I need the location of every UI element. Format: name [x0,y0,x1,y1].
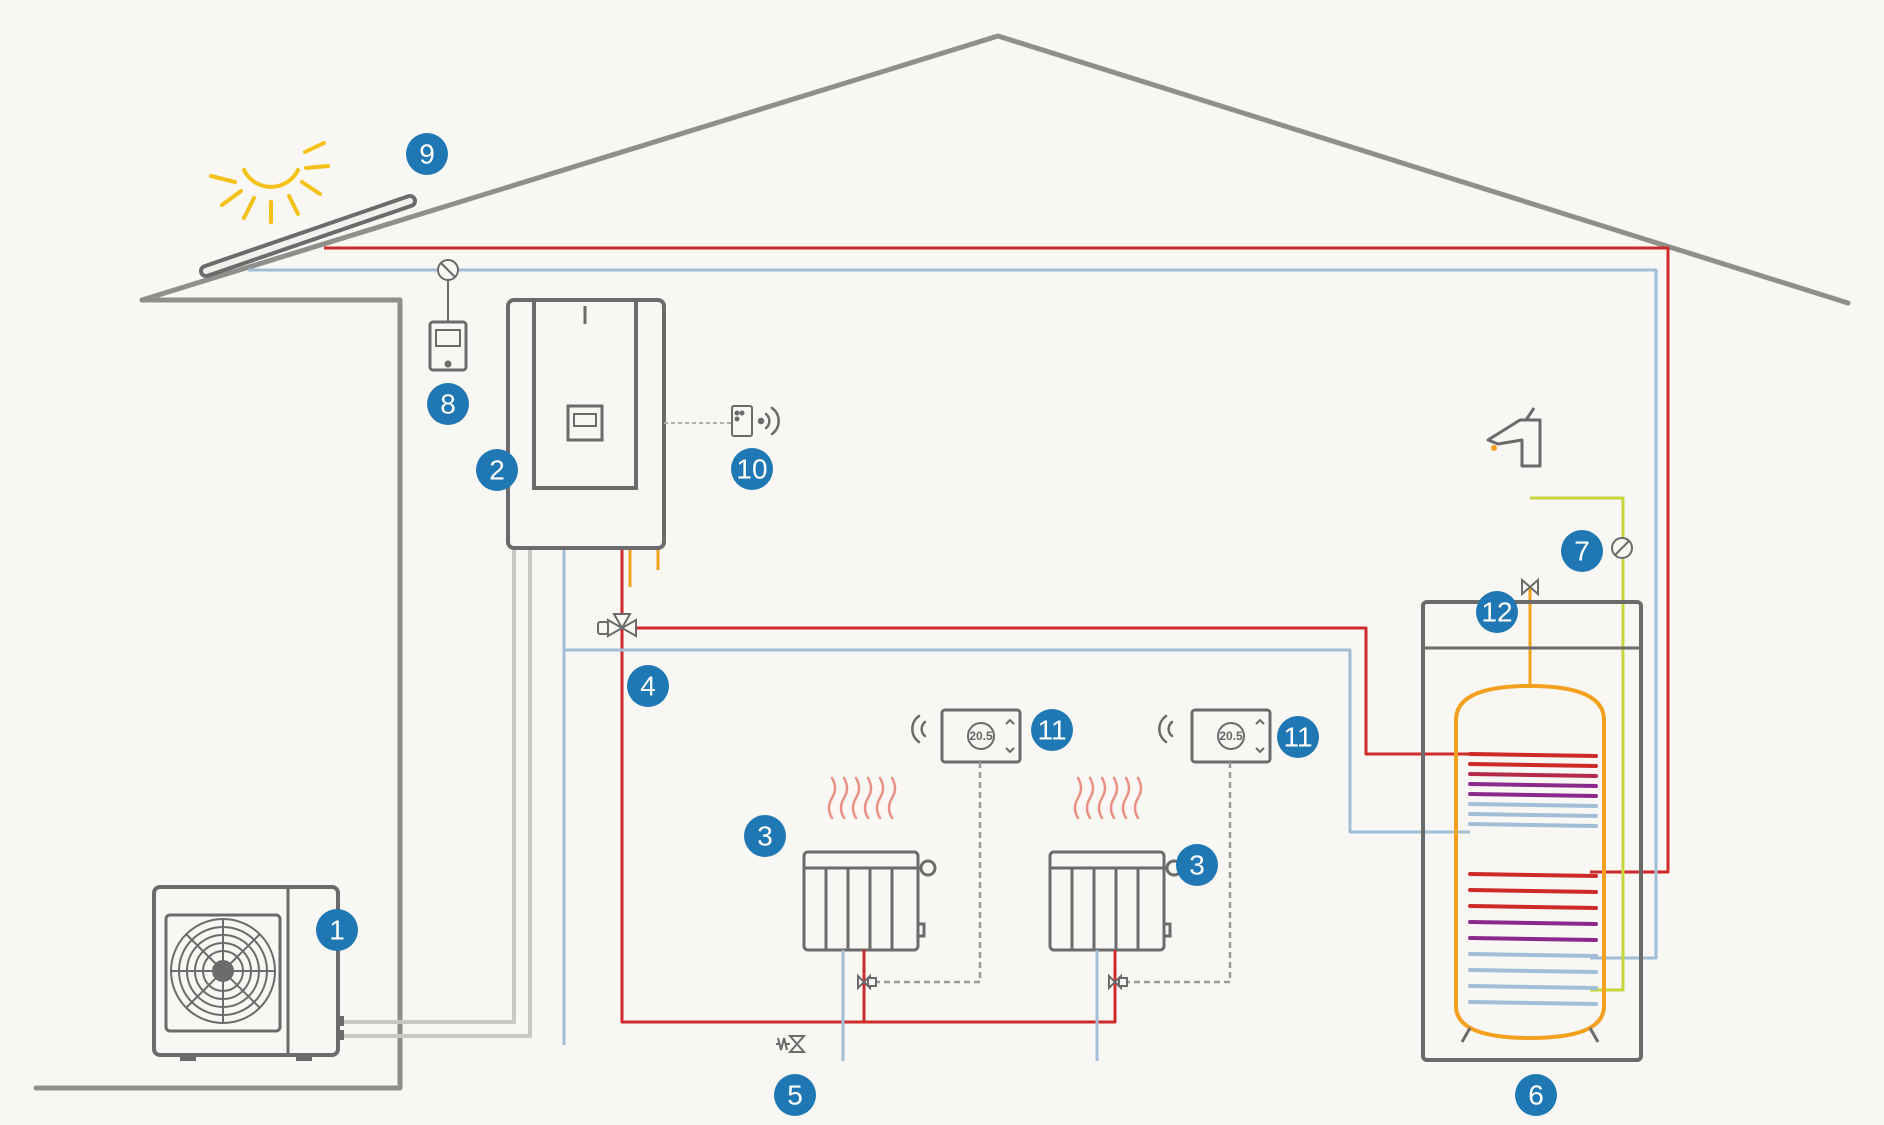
pump-icon [437,259,1633,559]
badge-three-way-valve: 4 [627,665,669,707]
thermostat-display: 20.5 [969,729,993,743]
radiator-connections [841,950,1117,1061]
wireless-gateway [664,405,753,437]
badge-label: 12 [1481,597,1512,628]
badge-thermostat-right: 11 [1277,716,1319,758]
badge-label: 4 [640,671,656,702]
badge-radiator-left: 3 [744,815,786,857]
badge-label: 3 [757,821,773,852]
badge-label: 11 [1037,715,1066,746]
badge-wireless-gateway: 10 [731,448,773,490]
badge-label: 6 [1528,1080,1544,1111]
badge-recirculation-pump: 7 [1561,530,1603,572]
house-outline [33,33,1851,1091]
radiator-right [1048,850,1183,952]
thermostat-left: 20.5 [876,708,1022,984]
thermostat-right: 20.5 [1126,708,1272,984]
badge-label: 9 [419,139,435,170]
recirculation-pipe [1530,496,1625,992]
fan-icon [170,918,276,1024]
badge-label: 11 [1283,722,1312,753]
faucet-icon [1486,407,1542,468]
solar-panel-icon [199,194,417,278]
badge-thermostat-left: 11 [1031,709,1073,751]
storage-tank [1421,600,1643,1062]
outdoor-unit [152,885,344,1061]
badge-solar-controller: 8 [427,383,469,425]
badge-label: 5 [787,1080,803,1111]
badge-indoor-unit: 2 [476,449,518,491]
heat-waves [827,776,1143,820]
badge-label: 10 [736,454,767,485]
refrigerant-pipes [342,550,532,1038]
wireless-signal-icon [757,406,1174,744]
badge-mixing-valve: 12 [1476,591,1518,633]
badge-solar-collector: 9 [406,133,448,175]
badge-label: 3 [1189,850,1205,881]
badge-label: 2 [489,455,505,486]
valve-icon [597,577,1539,1053]
thermostat-display: 20.5 [1219,729,1243,743]
badge-label: 8 [440,389,456,420]
badge-outdoor-unit: 1 [316,909,358,951]
badge-storage-tank: 6 [1515,1074,1557,1116]
upper-heat-exchanger-coil [1468,752,1598,828]
badge-safety-valve: 5 [774,1074,816,1116]
badge-label: 1 [329,915,345,946]
sun-icon [209,141,330,224]
radiator-left [802,850,937,952]
badge-radiator-right: 3 [1176,844,1218,886]
badge-label: 7 [1574,536,1590,567]
heating-flow-pipes [620,548,1470,1024]
lower-heat-exchanger-coil [1468,872,1598,1006]
